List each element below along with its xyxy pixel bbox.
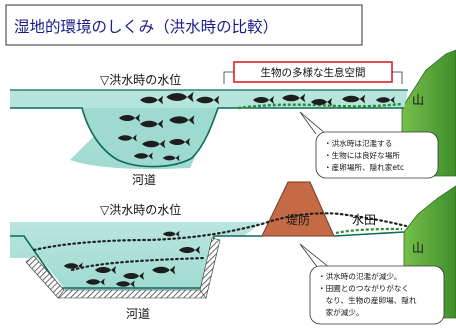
bottom-panel: 堤防 ▽洪水時の水位 水田 山 河道 ・洪水時の氾濫が減少。 ・田圃とのつながり… — [10, 181, 456, 325]
paddy-ground — [333, 231, 405, 237]
revetment-right — [199, 237, 221, 299]
fish-icon — [196, 95, 220, 105]
mountain-label-top: 山 — [412, 93, 424, 107]
fish-icon — [311, 98, 332, 106]
page-title: 湿地的環境のしくみ（洪水時の比較） — [14, 17, 278, 36]
fish-icon — [282, 93, 306, 103]
fish-icon — [169, 138, 190, 146]
fish-icon — [123, 272, 144, 280]
habitat-label: 生物の多様な生息空間 — [261, 66, 366, 79]
fish-icon — [140, 119, 164, 129]
former-flood-extent — [32, 212, 408, 252]
callout-top-line-3: ・産卵場所、隠れ家etc — [324, 162, 404, 172]
channel-label-bottom: 河道 — [126, 307, 150, 321]
fish-icon — [119, 114, 140, 122]
paddy-grass — [335, 227, 403, 235]
fish-group-bottom — [63, 230, 200, 288]
callout-top-line-2: ・生物には良好な場所 — [324, 150, 400, 160]
fish-group-top — [117, 91, 395, 162]
revetment-bottom — [57, 289, 207, 299]
flood-level-label-top: ▽洪水時の水位 — [100, 72, 181, 87]
ground-line-top — [10, 107, 404, 168]
title-box: 湿地的環境のしくみ（洪水時の比較） — [5, 4, 363, 46]
habitat-box: 生物の多様な生息空間 — [233, 61, 393, 83]
fish-icon — [179, 246, 200, 254]
fish-icon — [253, 96, 274, 104]
flood-level-label-bottom: ▽洪水時の水位 — [100, 202, 181, 217]
fish-icon — [117, 134, 137, 142]
fish-icon — [95, 266, 116, 274]
fish-icon — [152, 265, 176, 275]
levee — [261, 181, 335, 237]
mountain-label-bottom: 山 — [412, 241, 424, 255]
top-panel: 生物の多様な生息空間 ▽洪水時の水位 山 河道 ・洪水時は氾濫する ・生物には良… — [10, 49, 456, 187]
fish-icon — [142, 139, 166, 149]
wetland-grass-top — [237, 102, 403, 110]
callout-top-line-1: ・洪水時は氾濫する — [324, 138, 392, 148]
callout-top: ・洪水時は氾濫する ・生物には良好な場所 ・産卵場所、隠れ家etc — [299, 111, 439, 179]
channel-label-top: 河道 — [132, 173, 156, 187]
fish-icon — [85, 278, 105, 286]
callout-bottom-line-3: なり、生物の産卵場、隠れ — [318, 295, 417, 305]
fish-icon — [169, 115, 195, 125]
callout-bottom-line-2: ・田圃とのつながりがなく — [318, 283, 409, 293]
fish-icon — [162, 230, 180, 238]
fish-icon — [375, 96, 395, 104]
callout-bottom-line-4: 家が減少。 — [318, 307, 364, 317]
fish-icon — [342, 94, 366, 104]
paddy-label: 水田 — [352, 213, 376, 227]
channel-wall-bottom — [10, 235, 262, 289]
fish-icon — [63, 262, 83, 270]
fish-icon — [133, 152, 153, 160]
flood-water-bottom — [10, 222, 262, 290]
fish-icon — [166, 91, 194, 103]
fish-icon — [162, 154, 180, 162]
callout-bottom-line-1: ・洪水時の氾濫が減少。 — [318, 271, 402, 281]
fish-icon — [115, 280, 135, 288]
callout-bottom: ・洪水時の氾濫が減少。 ・田圃とのつながりがなく なり、生物の産卵場、隠れ 家が… — [299, 243, 445, 325]
fish-icon — [140, 95, 164, 105]
